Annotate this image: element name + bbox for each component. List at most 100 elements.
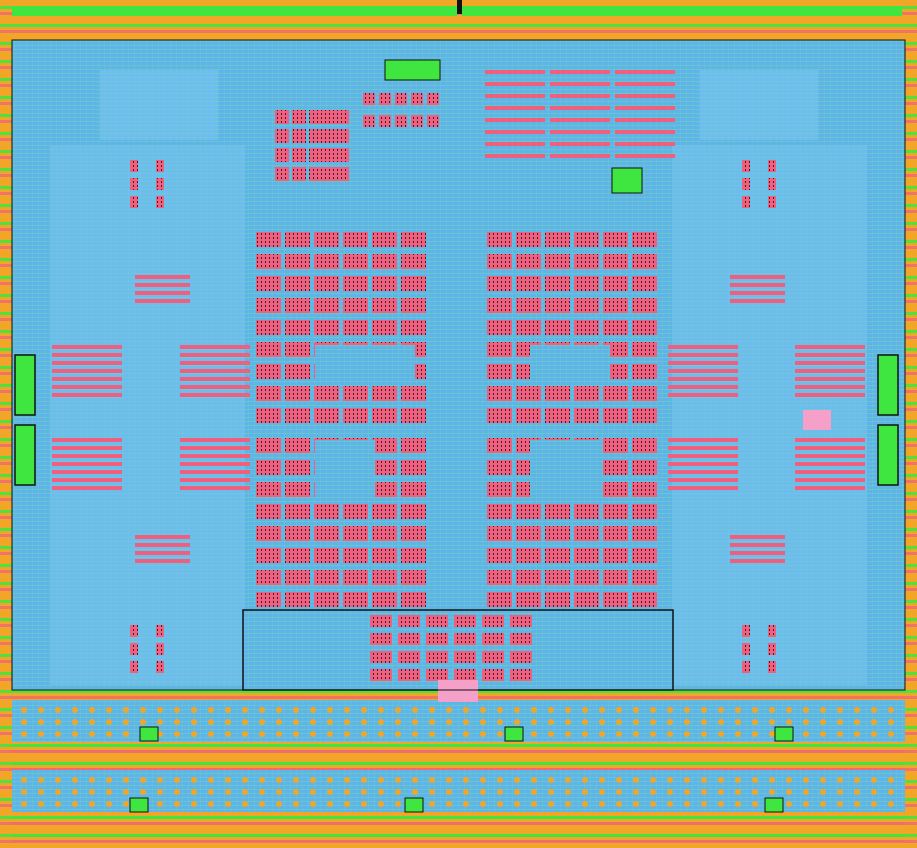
io-bump xyxy=(446,801,452,807)
macro-quadrant-top-right xyxy=(632,232,657,247)
macro-quadrant-top-right xyxy=(574,276,599,291)
bottom-macro-array xyxy=(370,615,392,627)
macro-quadrant-bottom-left xyxy=(372,548,397,563)
io-bump xyxy=(616,801,622,807)
macro-quadrant-top-right xyxy=(603,298,628,313)
sram-block-top xyxy=(275,110,289,124)
io-bump xyxy=(395,777,401,783)
io-bump xyxy=(701,707,707,713)
io-bump xyxy=(633,731,639,737)
macro-quadrant-top-left xyxy=(343,386,368,401)
macro-quadrant-bottom-right xyxy=(603,570,628,585)
io-bump xyxy=(854,719,860,725)
bottom-macro-array xyxy=(426,633,448,645)
io-bump xyxy=(259,719,265,725)
small-macro xyxy=(768,196,776,208)
small-macro xyxy=(130,625,138,637)
io-bump xyxy=(803,731,809,737)
macro-quadrant-top-left xyxy=(285,364,310,379)
io-bump xyxy=(293,777,299,783)
io-bump xyxy=(208,719,214,725)
io-bump xyxy=(21,777,27,783)
bottom-macro-array xyxy=(482,651,504,663)
left-stripe-bank xyxy=(135,551,190,555)
io-bump xyxy=(531,789,537,795)
io-bump xyxy=(38,789,44,795)
sram-block-top xyxy=(379,115,391,127)
left-stripe-bank xyxy=(180,345,250,349)
macro-quadrant-top-left xyxy=(256,254,281,269)
left-stripe-bank xyxy=(180,462,250,466)
macro-quadrant-bottom-left xyxy=(285,482,310,497)
left-stripe-bank xyxy=(52,369,122,373)
macro-quadrant-top-right xyxy=(545,254,570,269)
io-bump xyxy=(888,777,894,783)
io-bump xyxy=(276,731,282,737)
io-bump xyxy=(565,789,571,795)
io-bump xyxy=(191,801,197,807)
macro-quadrant-bottom-left xyxy=(372,482,397,497)
io-cell-row-2 xyxy=(12,812,905,842)
macro-quadrant-bottom-right xyxy=(603,504,628,519)
io-bump xyxy=(242,801,248,807)
macro-quadrant-top-right xyxy=(603,408,628,423)
macro-quadrant-top-right xyxy=(545,276,570,291)
io-bump xyxy=(293,707,299,713)
macro-quadrant-bottom-right xyxy=(632,592,657,607)
io-bump xyxy=(752,719,758,725)
io-bump xyxy=(701,731,707,737)
macro-quadrant-top-left xyxy=(285,320,310,335)
io-bump xyxy=(327,789,333,795)
stripe-cell xyxy=(485,130,545,134)
right-stripe-bank xyxy=(668,385,738,389)
io-bump xyxy=(633,789,639,795)
right-stripe-bank xyxy=(730,535,785,539)
io-bump xyxy=(531,777,537,783)
bottom-macro-array xyxy=(398,651,420,663)
sram-block-top xyxy=(411,93,423,105)
io-bump xyxy=(446,777,452,783)
macro-quadrant-bottom-right xyxy=(603,592,628,607)
right-stripe-bank xyxy=(668,454,738,458)
channel-cutout xyxy=(315,440,375,500)
io-bump xyxy=(548,731,554,737)
stripe-cell xyxy=(550,154,610,158)
io-bump xyxy=(106,731,112,737)
small-macro xyxy=(768,661,776,673)
macro-quadrant-top-left xyxy=(343,320,368,335)
io-bump xyxy=(157,719,163,725)
io-bump xyxy=(599,777,605,783)
macro-quadrant-top-left xyxy=(314,254,339,269)
bottom-macro-array xyxy=(454,669,476,681)
macro-quadrant-top-left xyxy=(256,364,281,379)
macro-quadrant-top-right xyxy=(487,298,512,313)
io-bump xyxy=(735,801,741,807)
io-bump xyxy=(701,801,707,807)
io-bump xyxy=(463,801,469,807)
io-bump xyxy=(140,789,146,795)
io-bump xyxy=(531,707,537,713)
io-bump xyxy=(89,777,95,783)
macro-quadrant-top-right xyxy=(487,364,512,379)
io-bump xyxy=(514,707,520,713)
io-bump xyxy=(429,789,435,795)
io-bump xyxy=(633,777,639,783)
left-stripe-bank xyxy=(180,385,250,389)
io-bump xyxy=(463,777,469,783)
io-bump xyxy=(769,777,775,783)
core-outline xyxy=(11,39,906,691)
sram-block-top xyxy=(427,93,439,105)
io-bump xyxy=(667,707,673,713)
io-bump xyxy=(701,777,707,783)
macro-quadrant-top-left xyxy=(401,276,426,291)
macro-quadrant-top-left xyxy=(401,386,426,401)
io-bump xyxy=(191,777,197,783)
sram-block-top xyxy=(335,110,349,124)
io-cell-row-1 xyxy=(12,742,905,770)
macro-quadrant-top-left xyxy=(256,232,281,247)
stripe-cell xyxy=(550,142,610,146)
io-bump xyxy=(616,719,622,725)
macro-quadrant-bottom-left xyxy=(401,592,426,607)
io-bump xyxy=(293,801,299,807)
io-bump xyxy=(429,777,435,783)
